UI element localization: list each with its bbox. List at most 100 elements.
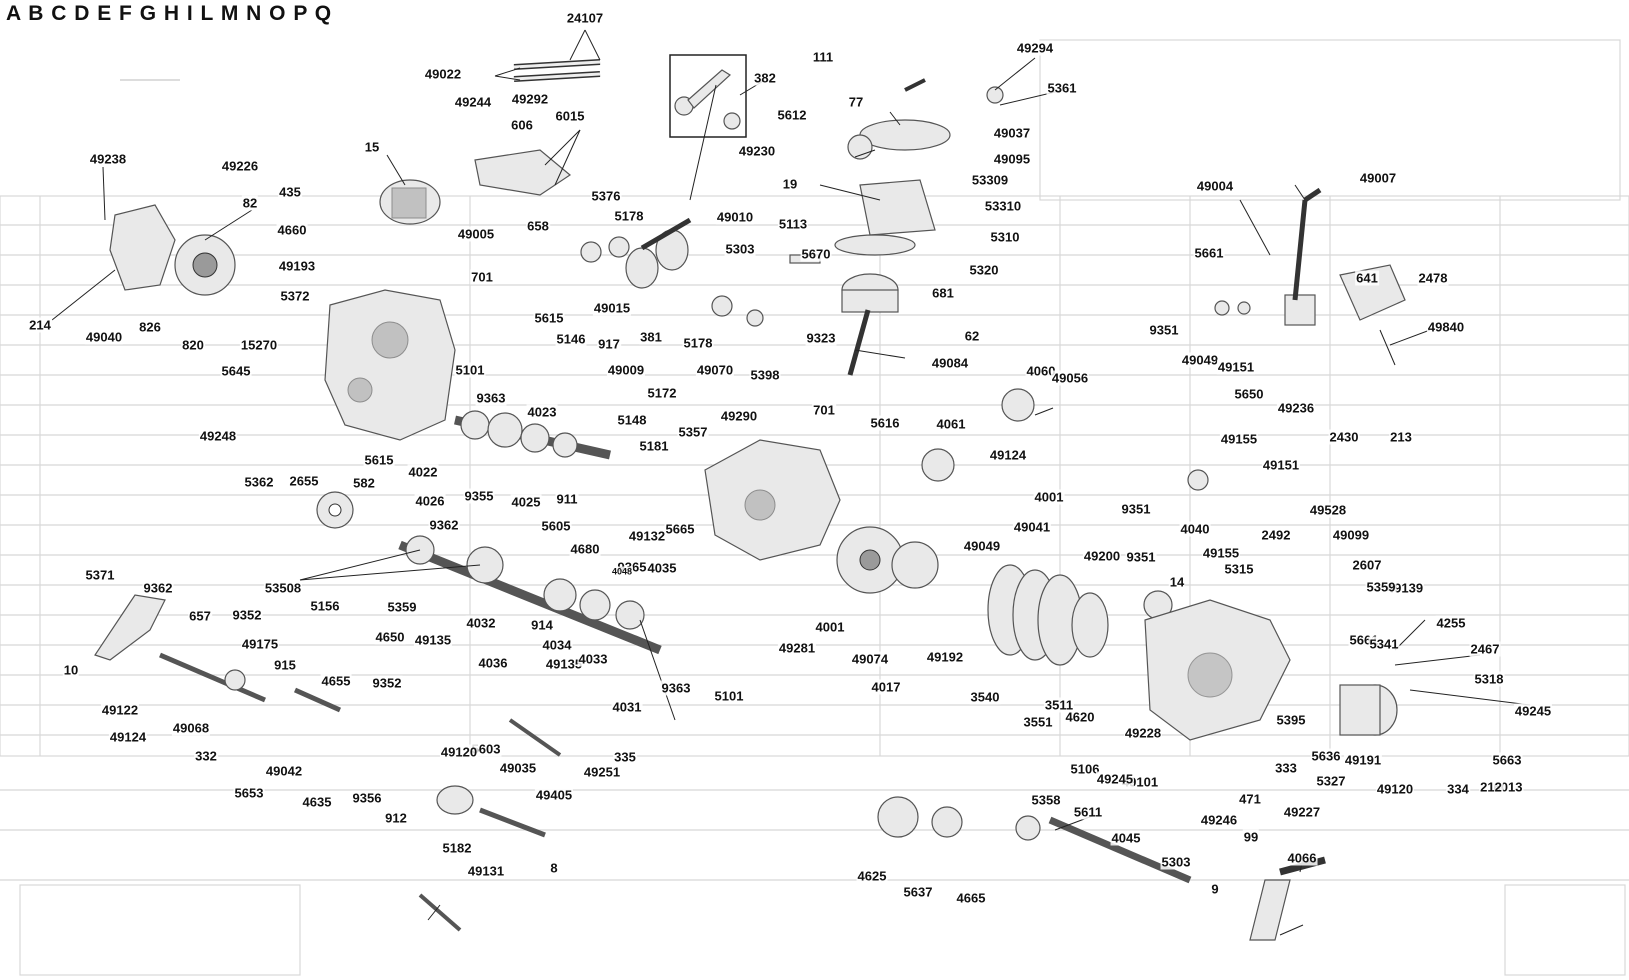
part-callout: 5148	[616, 412, 648, 428]
part-callout: 77	[847, 94, 865, 110]
part-callout: 4660	[276, 222, 308, 238]
part-callout: 4665	[955, 890, 987, 906]
part-callout: 2478	[1417, 270, 1449, 286]
part-callout: 9323	[805, 330, 837, 346]
part-callout: 381	[639, 329, 663, 345]
part-callout: 333	[1274, 760, 1298, 776]
part-callout: 4620	[1064, 709, 1096, 725]
part-callout: 5357	[677, 424, 709, 440]
part-callout: 4255	[1435, 615, 1467, 631]
part-callout: 49041	[1012, 519, 1052, 535]
part-callout: 914	[530, 617, 554, 633]
part-callout: 4026	[414, 493, 446, 509]
part-callout: 5661	[1193, 245, 1225, 261]
part-callout: 5182	[441, 840, 473, 856]
part-callout: 9355	[463, 488, 495, 504]
part-callout: 49005	[456, 226, 496, 242]
part-callout: 9352	[371, 675, 403, 691]
part-callout: 49120	[439, 744, 479, 760]
part-callout: 5318	[1473, 671, 1505, 687]
part-callout: 5372	[279, 288, 311, 304]
part-callout: 5320	[968, 262, 1000, 278]
part-callout: 49124	[108, 729, 148, 745]
part-callout: 4035	[646, 560, 678, 576]
part-callout: 49244	[453, 94, 493, 110]
part-callout: 49022	[423, 66, 463, 82]
part-callout: 332	[194, 748, 218, 764]
part-callout: 49099	[1331, 527, 1371, 543]
part-callout: 826	[138, 319, 162, 335]
part-callout: 49294	[1015, 40, 1055, 56]
part-callout: 334	[1446, 781, 1470, 797]
part-callout: 5101	[713, 688, 745, 704]
part-callout: 5181	[638, 438, 670, 454]
part-callout: 213	[1389, 429, 1413, 445]
header-letters: A B C D E F G H I L M N O P Q	[6, 2, 333, 25]
part-callout: 99	[1242, 829, 1260, 845]
part-callout: 641	[1355, 270, 1379, 286]
part-callout: 4022	[407, 464, 439, 480]
part-callout: 49251	[582, 764, 622, 780]
part-callout: 9352	[231, 607, 263, 623]
part-callout: 2467	[1469, 641, 1501, 657]
part-callout: 19	[781, 176, 799, 192]
part-callout: 4635	[301, 794, 333, 810]
part-callout: 49191	[1343, 752, 1383, 768]
part-callout: 4060	[1025, 363, 1057, 379]
part-callout: 5359	[386, 599, 418, 615]
part-callout: 5605	[540, 518, 572, 534]
part-callout: 214	[28, 317, 52, 333]
part-callout: 49120	[1375, 781, 1415, 797]
part-callout: 49122	[100, 702, 140, 718]
part-callout: 4048	[610, 566, 634, 578]
part-callout: 49015	[592, 300, 632, 316]
part-callout: 435	[278, 184, 302, 200]
part-callout: 5310	[989, 229, 1021, 245]
part-callout: 4066	[1286, 850, 1318, 866]
part-callout: 5113	[777, 216, 809, 232]
part-callout: 111	[811, 49, 835, 65]
part-callout: 2655	[288, 473, 320, 489]
part-callout: 49007	[1358, 170, 1398, 186]
part-callout: 5645	[220, 363, 252, 379]
part-callout: 820	[181, 337, 205, 353]
part-callout: 471	[1238, 791, 1262, 807]
part-callout: 49405	[534, 787, 574, 803]
part-callout: 49037	[992, 125, 1032, 141]
part-callout: 5362	[243, 474, 275, 490]
part-callout: 49281	[777, 640, 817, 656]
part-callout: 5341	[1368, 636, 1400, 652]
part-callout: 5156	[309, 598, 341, 614]
part-callout: 5359	[1365, 579, 1397, 595]
part-callout: 701	[812, 402, 836, 418]
part-callout: 4655	[320, 673, 352, 689]
part-callout: 582	[352, 475, 376, 491]
part-callout: 5303	[1160, 854, 1192, 870]
part-callout: 62	[963, 328, 981, 344]
part-callout: 49004	[1195, 178, 1235, 194]
part-callout: 49068	[171, 720, 211, 736]
part-callout: 5315	[1223, 561, 1255, 577]
part-callout: 24107	[565, 10, 605, 26]
part-callout: 49070	[695, 362, 735, 378]
part-callout: 3511	[1043, 697, 1075, 713]
part-callout: 9351	[1120, 501, 1152, 517]
part-callout: 5653	[233, 785, 265, 801]
part-callout: 3551	[1022, 714, 1054, 730]
part-callout: 5172	[646, 385, 678, 401]
part-callout: 9351	[1125, 549, 1157, 565]
part-callout: 9363	[660, 680, 692, 696]
part-callout: 49155	[1201, 545, 1241, 561]
part-callout: 5303	[724, 241, 756, 257]
part-callout: 49074	[850, 651, 890, 667]
part-callout: 9362	[142, 580, 174, 596]
part-callout: 4034	[541, 637, 573, 653]
part-callout: 658	[526, 218, 550, 234]
part-callout: 49131	[466, 863, 506, 879]
part-callout: 49245	[1513, 703, 1553, 719]
part-callout: 9362	[428, 517, 460, 533]
part-callout: 49292	[510, 91, 550, 107]
part-callout: 5395	[1275, 712, 1307, 728]
part-callout: 49236	[1276, 400, 1316, 416]
